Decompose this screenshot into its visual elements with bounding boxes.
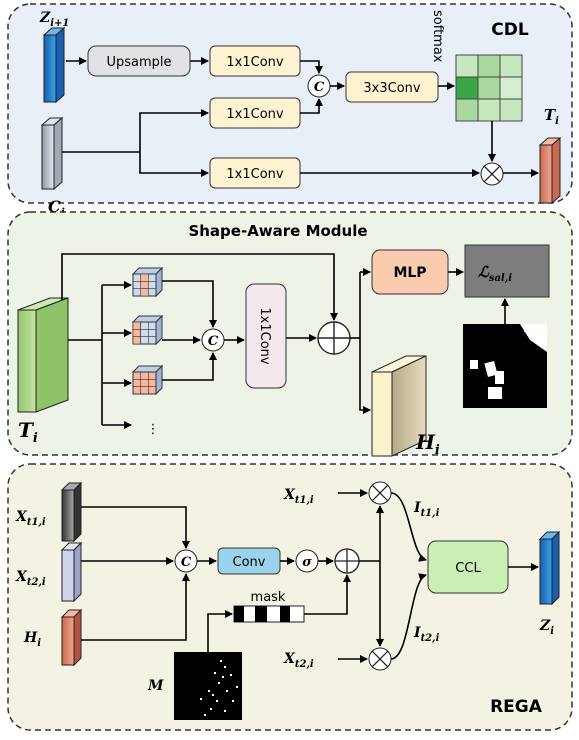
t-output-label: Ti [544,106,559,127]
cdl-conv3x3-label: 3x3Conv [363,81,421,96]
rega-panel-bg [7,463,573,731]
x-t2-block [60,541,83,603]
h-input-block [60,608,83,667]
cdl-connectors [62,57,539,177]
sam-conv-label: 1x1Conv [257,307,272,365]
cdl-conv1-label: 1x1Conv [226,55,284,70]
rega-conv-label: Conv [233,555,266,570]
mlp-label: MLP [393,265,426,281]
x-t1-right-label: Xt1,i [283,487,314,506]
x-t2-right-label: Xt2,i [283,651,314,670]
h-input-label: Hi [23,630,41,649]
t-input-label: Ti [18,418,38,446]
x-t2-label: Xt2,i [15,569,46,588]
shape-aware-panel: Shape-Aware Module Ti [7,211,573,458]
attention-kernel-grid [455,54,523,122]
cdl-conv3-label: 1x1Conv [226,167,284,182]
t-output-block [538,136,562,205]
cdl-conv2-label: 1x1Conv [226,107,284,122]
sam-concat-label: C [208,334,219,349]
rega-panel: REGA Xt1,i Xt2,i Hi C Conv σ [7,463,573,731]
saliency-mask-image [463,324,547,408]
shape-kernel-3 [131,364,164,396]
loss-box [464,244,550,298]
c-input-block [40,116,64,191]
sigmoid-label: σ [302,555,312,570]
h-output-block [371,355,427,457]
loss-label: ℒsal,i [478,263,512,284]
m-mask-image [174,652,242,720]
cdl-conv3x3-box [345,71,439,103]
softmax-label: softmax [430,10,445,63]
x-t1-block [60,481,83,543]
sam-connectors [61,253,509,429]
z-output-block [538,530,561,606]
upsample-label: Upsample [106,55,171,70]
z-input-label: Zi+1 [39,10,69,29]
cdl-title: CDL [491,20,529,40]
cdl-concat-label: C [314,80,325,95]
shape-kernel-2 [131,314,164,346]
mask-bar [233,605,305,623]
z-output-label: Zi [539,618,554,637]
cdl-panel: CDL Zi+1 Ci Upsample 1x1Conv 1x1Conv 1x1… [7,3,573,219]
i-t1-label: It1,i [413,500,440,519]
sam-conv-box [245,283,287,389]
z-input-block [42,26,66,104]
rega-title: REGA [490,697,543,717]
rega-concat-label: C [181,555,192,570]
shape-kernel-1 [131,266,164,298]
h-output-label: Hi [415,430,440,458]
sam-more-dots: ⋮ [147,422,160,437]
x-t1-label: Xt1,i [15,509,46,528]
rega-connectors [81,489,539,663]
sam-title: Shape-Aware Module [188,222,367,240]
m-label: M [147,678,164,694]
i-t2-label: It2,i [413,625,440,644]
ccl-label: CCL [455,561,481,576]
mask-label: mask [251,590,286,605]
t-input-block [17,297,69,413]
